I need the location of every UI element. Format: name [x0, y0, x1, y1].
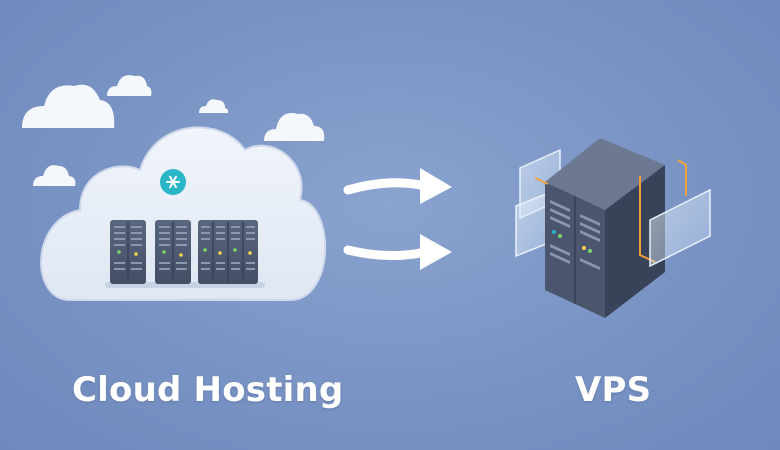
vps-label: VPS: [575, 370, 652, 410]
small-cloud-icon: [22, 84, 115, 128]
server-rack: [110, 220, 146, 284]
small-cloud-icon: [107, 75, 152, 96]
vps-server-tower: [515, 138, 711, 318]
server-rack: [155, 220, 191, 284]
small-cloud-icon: [199, 99, 229, 113]
arrow-right-icon: [343, 168, 452, 204]
arrow-right-icon: [343, 234, 452, 270]
small-cloud-icon: [33, 165, 76, 186]
cloud-hosting-label: Cloud Hosting: [72, 370, 344, 410]
small-cloud-icon: [264, 113, 325, 141]
server-rack: [198, 220, 258, 284]
snowflake-icon: [160, 169, 186, 195]
